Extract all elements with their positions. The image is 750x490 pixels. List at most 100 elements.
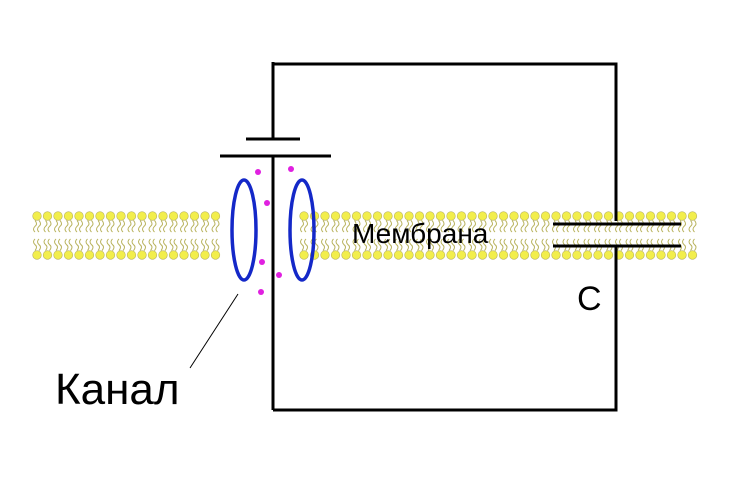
- lipid-tail: [215, 238, 220, 251]
- lipid-tail: [342, 220, 346, 233]
- lipid-head: [603, 250, 614, 260]
- lipid-head: [189, 250, 200, 260]
- lipid-head: [63, 211, 74, 221]
- lipid-tail: [499, 220, 504, 233]
- lipid-tail: [96, 238, 100, 251]
- lipid-tail: [190, 220, 195, 233]
- lipid-tail: [43, 220, 48, 233]
- lipid-tail: [201, 238, 205, 251]
- lipid-tail: [394, 220, 399, 233]
- lipid-head: [593, 211, 603, 221]
- lipid-tail: [205, 220, 209, 233]
- lipid-head: [414, 211, 425, 221]
- lipid-tail: [619, 220, 623, 233]
- lipid-tail: [131, 220, 136, 233]
- lipid-tail: [692, 220, 697, 233]
- lipid-tail: [173, 220, 178, 233]
- lipid-tail: [531, 220, 535, 233]
- lipid-head: [105, 250, 116, 260]
- lipid-head: [414, 250, 425, 260]
- lipid-tail: [482, 220, 487, 233]
- lipid-head: [147, 250, 158, 260]
- lipid-tail: [215, 220, 220, 233]
- lipid-tail: [117, 238, 121, 251]
- lipid-tail: [566, 220, 571, 233]
- lipid-tail: [367, 238, 371, 251]
- ion-dot: [264, 200, 270, 206]
- lipid-head: [126, 211, 137, 221]
- lipid-tail: [587, 220, 592, 233]
- lipid-tail: [117, 220, 121, 233]
- ion-dot: [288, 166, 294, 172]
- lipid-tail: [667, 220, 672, 233]
- lipid-tail: [451, 220, 455, 233]
- lipid-tail: [524, 238, 529, 251]
- lipid-head: [158, 250, 168, 260]
- lipid-tail: [33, 238, 37, 251]
- lipid-head: [635, 250, 645, 260]
- lipid-head: [467, 211, 477, 221]
- lipid-head: [603, 211, 614, 221]
- lipid-tail: [335, 238, 340, 251]
- lipid-tail: [440, 220, 445, 233]
- lipid-tail: [661, 220, 665, 233]
- lipid-tail: [180, 238, 184, 251]
- lipid-head: [137, 250, 147, 260]
- lipid-tail: [325, 238, 329, 251]
- lipid-tail: [520, 220, 525, 233]
- lipid-head: [74, 250, 84, 260]
- lipid-head: [425, 250, 435, 260]
- lipid-tail: [194, 220, 199, 233]
- lipid-head: [320, 250, 330, 260]
- lipid-tail: [300, 238, 304, 251]
- lipid-tail: [321, 238, 325, 251]
- lipid-head: [572, 250, 582, 260]
- lipid-head: [677, 250, 687, 260]
- lipid-head: [509, 211, 519, 221]
- lipid-tail: [110, 220, 115, 233]
- lipid-tail: [524, 220, 529, 233]
- lipid-head: [393, 250, 404, 260]
- lipid-tail: [148, 220, 153, 233]
- lipid-head: [687, 211, 698, 221]
- lipid-tail: [583, 220, 588, 233]
- lipid-tail: [342, 238, 346, 251]
- lipid-tail: [625, 220, 630, 233]
- lipid-head: [299, 211, 309, 221]
- lipid-tail: [331, 220, 336, 233]
- lipid-head: [116, 250, 126, 260]
- lipid-tail: [678, 220, 682, 233]
- lipid-tail: [514, 238, 518, 251]
- lipid-tail: [85, 238, 90, 251]
- lipid-tail: [394, 238, 399, 251]
- lipid-tail: [636, 220, 640, 233]
- lipid-tail: [64, 220, 69, 233]
- lipid-tail: [127, 220, 132, 233]
- lipid-head: [677, 211, 687, 221]
- lipid-head: [53, 211, 63, 221]
- lipid-tail: [541, 238, 546, 251]
- lipid-head: [179, 211, 189, 221]
- lipid-head: [42, 250, 53, 260]
- lipid-tail: [152, 220, 157, 233]
- lipid-tail: [468, 220, 472, 233]
- lipid-tail: [373, 220, 378, 233]
- lipid-tail: [363, 238, 367, 251]
- lipid-tail: [43, 238, 48, 251]
- lipid-head: [488, 250, 498, 260]
- lipid-tail: [657, 220, 661, 233]
- lipid-head: [477, 250, 488, 260]
- lipid-head: [446, 211, 456, 221]
- lipid-tail: [68, 238, 73, 251]
- lipid-tail: [426, 238, 430, 251]
- capacitor-label: C: [577, 280, 602, 318]
- lipid-tail: [304, 238, 308, 251]
- lipid-head: [530, 250, 540, 260]
- lipid-head: [404, 211, 414, 221]
- lipid-head: [393, 211, 404, 221]
- lipid-head: [425, 211, 435, 221]
- lipid-head: [372, 250, 383, 260]
- lipid-tail: [482, 238, 487, 251]
- lipid-head: [95, 250, 105, 260]
